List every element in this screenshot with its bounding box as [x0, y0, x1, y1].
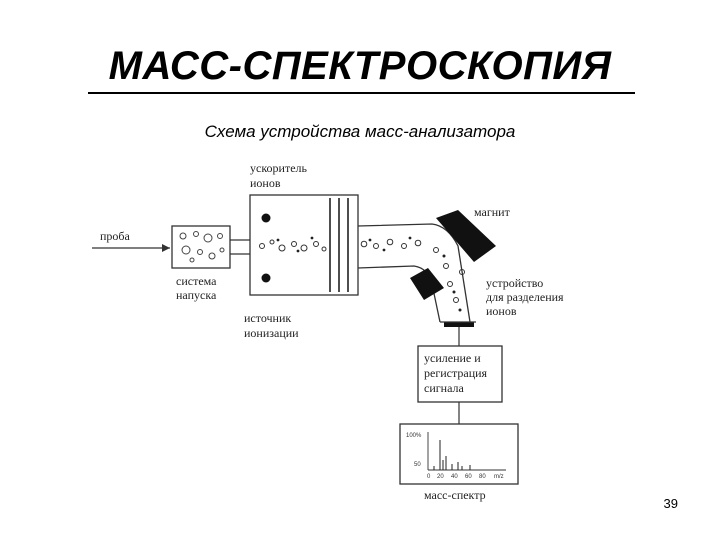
spectrum-x-tick: 20 [437, 474, 444, 480]
inlet-particles [179, 231, 225, 263]
diagram-subtitle: Схема устройства масс-анализатора [204, 122, 516, 141]
spectrum-x-tick: 60 [465, 474, 472, 480]
inlet-label-2: напуска [176, 288, 217, 302]
page-number: 39 [663, 496, 678, 511]
ion-source-box [249, 194, 359, 296]
electrode-top [261, 213, 271, 223]
spectrum-peaks [433, 440, 471, 470]
ion-source-label-2: ионизации [244, 326, 299, 340]
spectrum-y-bottom: 50 [414, 462, 421, 468]
ion-source-label-1: источник [244, 311, 291, 325]
deflected-ions [433, 247, 465, 303]
accelerator-label-1: ускоритель [250, 161, 308, 175]
magnet-label: магнит [474, 205, 511, 219]
electrode-bottom [261, 273, 271, 283]
spectrum-x-tick: 80 [479, 474, 486, 480]
spectrum-box [399, 423, 519, 485]
ion-dots [276, 236, 412, 253]
flight-tube [357, 223, 471, 323]
inlet-tube [230, 239, 250, 255]
spectrum-x-ticks: 0 20 40 60 80 m/z [427, 474, 504, 480]
slide-title: МАСС-СПЕКТРОСКОПИЯ [108, 44, 612, 88]
spectrum-x-tick: m/z [494, 474, 504, 480]
registration-label-1: усиление и [424, 351, 481, 365]
inlet-label-1: система [176, 274, 217, 288]
registration-label-2: регистрация [424, 366, 488, 380]
detector-plate [444, 322, 474, 327]
probe-arrow [92, 244, 170, 252]
accelerator-plates [329, 198, 349, 292]
probe-label: проба [100, 229, 131, 243]
separator-label-1: устройство [486, 276, 543, 290]
separator-label-3: ионов [486, 304, 517, 318]
registration-label-3: сигнала [424, 381, 465, 395]
registration-box [417, 345, 503, 403]
magnet [410, 210, 496, 300]
spectrum-axes [427, 432, 506, 471]
inlet-system-box [171, 225, 231, 269]
accelerator-label-2: ионов [250, 176, 281, 190]
spectrum-x-tick: 0 [427, 474, 431, 480]
deflected-ion-dots [442, 254, 462, 312]
spectrum-label: масс-спектр [424, 488, 486, 502]
ion-stream [259, 238, 422, 252]
separator-label-2: для разделения [486, 290, 564, 304]
spectrum-y-top: 100% [406, 433, 422, 439]
title-underline [88, 92, 635, 94]
spectrum-x-tick: 40 [451, 474, 458, 480]
